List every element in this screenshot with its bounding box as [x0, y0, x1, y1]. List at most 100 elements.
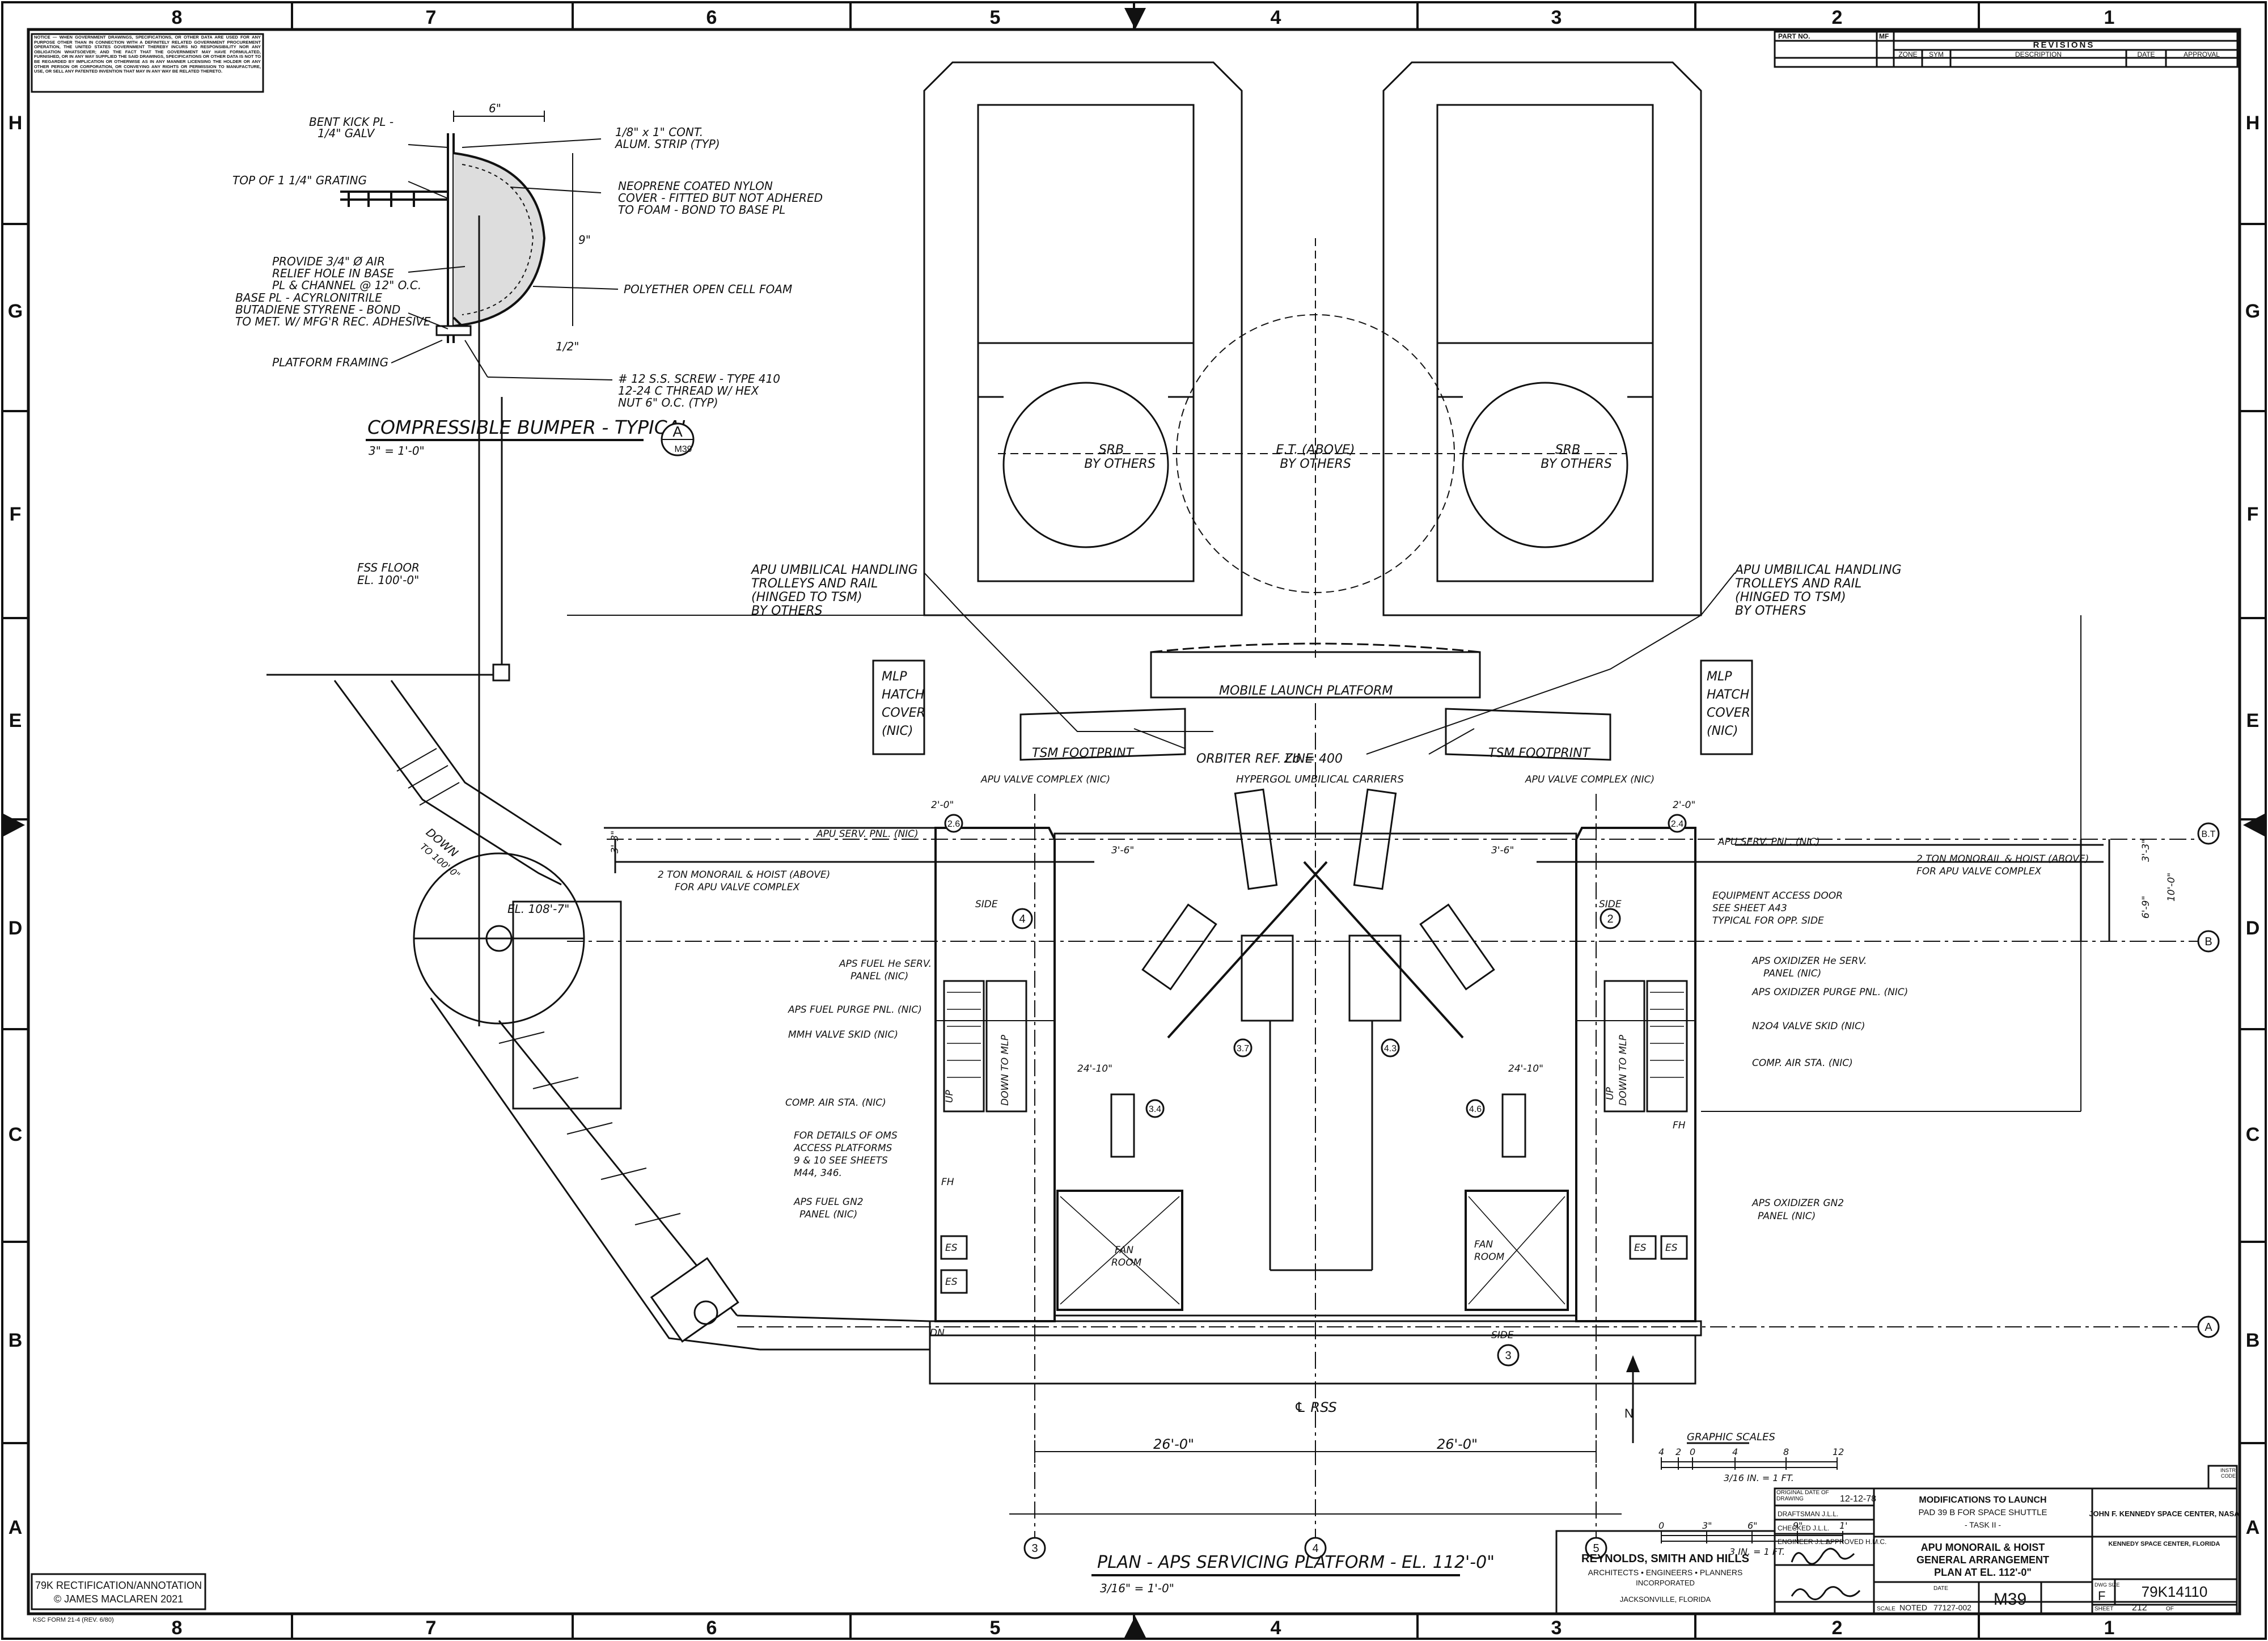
government-notice: NOTICE — WHEN GOVERNMENT DRAWINGS, SPECI… [31, 33, 264, 93]
side-tag-4: 4 [1019, 913, 1025, 925]
graphic-scales [1661, 1442, 1843, 1543]
col-label: 3 [1551, 1617, 1562, 1639]
rev-col-zone: ZONE [1898, 50, 1917, 58]
scale1-tick: 8 [1783, 1447, 1789, 1457]
annotation-line: 79K RECTIFICATION/ANNOTATION [35, 1580, 202, 1591]
circle-tags [944, 814, 2220, 1559]
bumper-label: NUT 6" O.C. (TYP) [618, 396, 718, 409]
row-label: F [2247, 504, 2259, 525]
row-label: G [2245, 301, 2260, 322]
agency-name: JOHN F. KENNEDY SPACE CENTER, NASA [2089, 1509, 2240, 1518]
scale2-tick: 6" [1747, 1520, 1758, 1531]
row-label: A [9, 1517, 23, 1538]
mlp-hatch-left: MLP [882, 670, 907, 684]
fss-floor-label: FSS FLOOR [357, 561, 420, 574]
es-label: ES [945, 1276, 958, 1288]
plan-title: PLAN - APS SERVICING PLATFORM - EL. 112'… [1097, 1553, 1495, 1572]
dim-3-6-left: 3'-6" [1111, 845, 1134, 856]
rev-col-sym: SYM [1929, 50, 1944, 58]
apu-umb-right: TROLLEYS AND RAIL [1735, 577, 1861, 591]
equip-door: EQUIPMENT ACCESS DOOR [1712, 890, 1843, 902]
bumper-label: # 12 S.S. SCREW - TYPE 410 [618, 372, 780, 386]
mlp-hatch-left: (NIC) [882, 724, 913, 738]
dim-10-0: 10'-0" [2166, 873, 2177, 902]
bumper-label: TO MET. W/ MFG'R REC. ADHESIVE [235, 315, 431, 328]
right-outline [567, 615, 2081, 1112]
detail-callout-letter: A [672, 423, 683, 440]
revisions-table [1774, 31, 2239, 68]
mlp-label: MOBILE LAUNCH PLATFORM [1219, 684, 1393, 698]
form-number: KSC FORM 21-4 (REV. 6/80) [33, 1617, 114, 1623]
engineer: ENGINEER J.L.L. [1778, 1538, 1831, 1546]
dwg-size: F [2098, 1589, 2105, 1603]
grid-b: B [2204, 936, 2212, 948]
right-label: APS OXIDIZER GN2 [1751, 1198, 1844, 1209]
rev-col-date: DATE [2137, 50, 2155, 58]
dim-2-0-left: 2'-0" [931, 800, 954, 811]
col-label: 6 [706, 7, 717, 28]
srb-outline-left [923, 61, 1243, 616]
orig-date-label: ORIGINAL DATE OF DRAWING [1776, 1490, 1829, 1502]
apu-umb-right: APU UMBILICAL HANDLING [1734, 563, 1902, 577]
project-line: MODIFICATIONS TO LAUNCH [1919, 1495, 2046, 1505]
dim-26-right: 26'-0" [1437, 1436, 1478, 1452]
bumper-label: RELIEF HOLE IN BASE [272, 267, 394, 280]
firm-name: REYNOLDS, SMITH AND HILLS [1581, 1553, 1749, 1565]
drafting: DRAFTSMAN J.L.L. [1778, 1510, 1838, 1518]
et-label: E.T. (ABOVE) [1276, 443, 1355, 457]
signature-marks [1791, 1547, 1861, 1601]
dwg-size-label: DWG SIZE [2094, 1582, 2120, 1588]
monorail-left: 2 TON MONORAIL & HOIST (ABOVE) [658, 869, 830, 881]
grid-4: 4 [1312, 1542, 1318, 1555]
apu-umb-right: BY OTHERS [1735, 604, 1806, 618]
row-label: B [9, 1330, 23, 1351]
project-line: - TASK II - [1965, 1520, 2001, 1529]
sheet-of: OF [2166, 1606, 2174, 1612]
dim-9in: 9" [578, 233, 591, 247]
annotation-line: © JAMES MACLAREN 2021 [54, 1593, 183, 1605]
right-label: COMP. AIR STA. (NIC) [1752, 1058, 1853, 1069]
fh-label: FH [941, 1177, 954, 1188]
et-by-others: BY OTHERS [1280, 457, 1351, 471]
bumper-label: POLYETHER OPEN CELL FOAM [624, 282, 792, 296]
bumper-label: PL & CHANNEL @ 12" O.C. [272, 278, 421, 292]
left-label: COMP. AIR STA. (NIC) [785, 1097, 886, 1109]
tag-2-4: 2.4 [1671, 819, 1683, 829]
scale1-tick: 2 [1675, 1447, 1681, 1457]
detail-callout-sheet: M39 [674, 445, 692, 454]
orig-date: 12-12-78 [1840, 1494, 1876, 1504]
es-label: ES [945, 1242, 958, 1254]
plan-scale: 3/16" = 1'-0" [1100, 1581, 1174, 1595]
bumper-label: BENT KICK PL - [309, 115, 393, 129]
revisions-title: REVISIONS [2033, 40, 2095, 50]
col-label: 5 [990, 1617, 1001, 1639]
drawing-title-line: GENERAL ARRANGEMENT [1916, 1554, 2049, 1566]
stair-treads [396, 748, 681, 1225]
side-tag-3: 3 [1505, 1350, 1511, 1362]
down-to-mlp: DOWN TO MLP [1618, 1034, 1629, 1106]
bumper-label: BASE PL - ACYRLONITRILE [235, 291, 382, 304]
side-label-left: SIDE [975, 899, 998, 910]
monorail-left: FOR APU VALVE COMPLEX [675, 882, 800, 893]
tsm-footprint-right: TSM FOOTPRINT [1488, 746, 1591, 760]
zone-labels: 8 7 6 5 4 3 2 1 8 7 6 5 4 3 2 1 H G F E … [8, 7, 2260, 1639]
tag-3-7: 3.7 [1237, 1044, 1249, 1054]
apu-valve-right: APU VALVE COMPLEX (NIC) [1525, 774, 1655, 785]
fh-label: FH [1673, 1120, 1686, 1131]
side-label-right: SIDE [1599, 899, 1622, 910]
bumper-label: TO FOAM - BOND TO BASE PL [618, 203, 785, 217]
mlp-hatch-right: COVER [1707, 706, 1750, 720]
bumper-label: 1/8" x 1" CONT. [615, 125, 703, 139]
scale1-label: 3/16 IN. = 1 FT. [1724, 1473, 1794, 1483]
sheet-code: M39 [1994, 1590, 2026, 1609]
checked: CHECKED J.L.L. [1778, 1524, 1829, 1532]
dim-3-3-right: 3'-3" [2140, 839, 2152, 862]
apu-serv-right: APU SERV. PNL. (NIC) [1717, 836, 1820, 848]
col-label: 1 [2104, 1617, 2115, 1639]
mlp-hatch-right: HATCH [1707, 688, 1749, 702]
srb-by-others-right: BY OTHERS [1541, 457, 1612, 471]
row-label: A [2246, 1517, 2260, 1538]
drawing-number: 79K14110 [2142, 1583, 2208, 1600]
bumper-label: PROVIDE 3/4" Ø AIR [272, 255, 385, 268]
